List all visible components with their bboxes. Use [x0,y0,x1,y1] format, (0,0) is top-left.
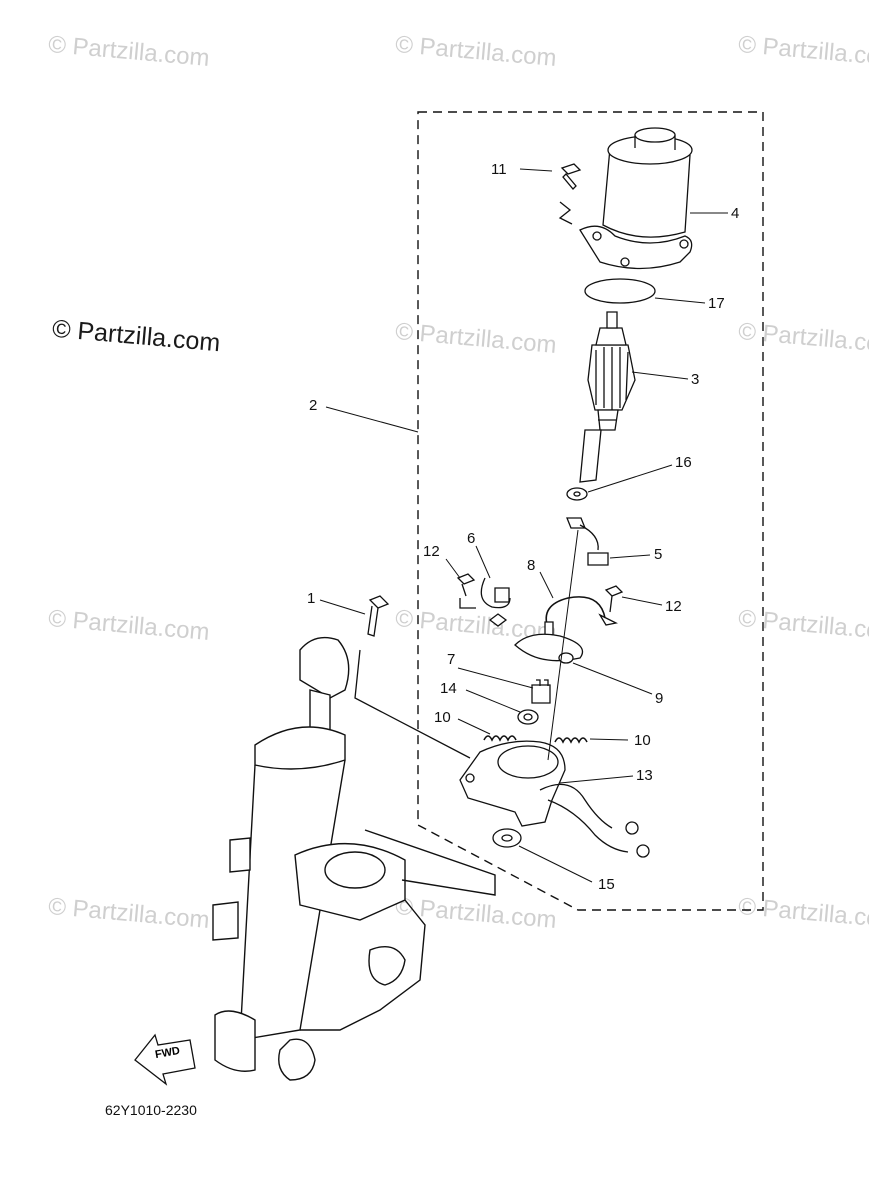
callout-15: 15 [598,876,615,893]
callout-12-right: 12 [665,598,682,615]
spring-clip-part [545,596,606,629]
armature-part [579,311,636,483]
bushing-part [517,709,539,725]
callout-4: 4 [731,205,740,222]
brush-plate-part [514,633,584,664]
callout-11: 11 [491,161,507,178]
callout-14: 14 [440,680,457,697]
forward-arrow-icon [134,1033,196,1086]
callout-3: 3 [691,371,700,388]
callout-2: 2 [309,397,318,414]
callout-1: 1 [307,590,316,607]
brush-part [566,517,609,566]
spring-right-part [554,737,588,744]
callout-13: 13 [636,767,653,784]
bracket-part [459,740,650,858]
small-screw-right-part [598,585,624,626]
trim-cylinder-part [212,636,496,1081]
callout-17: 17 [708,295,725,312]
assembly-axis [547,529,579,761]
callout-10-left: 10 [434,709,451,726]
brush-7-part [531,684,551,704]
callout-8: 8 [527,557,536,574]
diagram-code: 62Y1010-2230 [105,1102,197,1118]
o-ring-part [584,278,656,304]
washer-part [566,487,588,501]
callout-6: 6 [467,530,476,547]
leader-lines [319,168,728,883]
seal-part [492,828,522,848]
callout-7: 7 [447,651,456,668]
callout-12-left: 12 [423,543,440,560]
callout-9: 9 [655,690,664,707]
screw-part [558,163,582,225]
callout-5: 5 [654,546,663,563]
assembly-boundary [417,111,764,911]
brush-holder-part [480,577,511,627]
callout-16: 16 [675,454,692,471]
bolt-part [354,595,471,759]
callout-10-right: 10 [634,732,651,749]
spring-left-part [483,735,517,742]
motor-yoke-part [579,127,693,270]
small-screw-left-part [456,573,476,609]
